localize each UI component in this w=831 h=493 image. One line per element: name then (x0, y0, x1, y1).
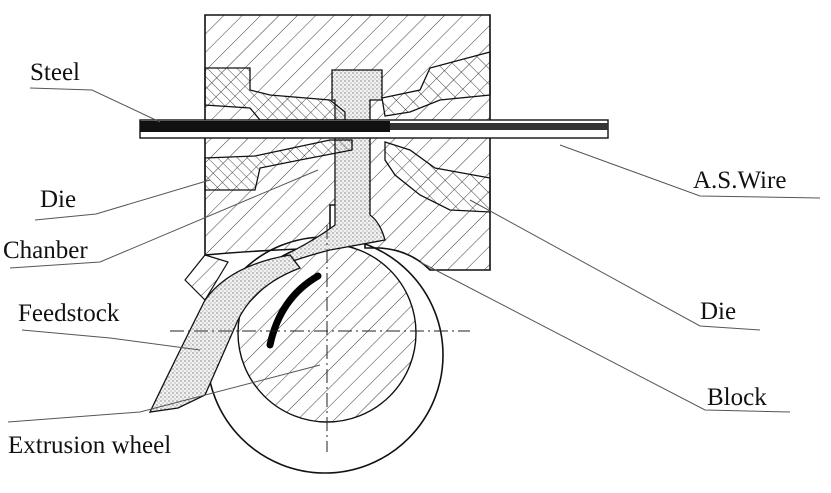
block-leader (419, 261, 791, 413)
label-die-left: Die (40, 186, 77, 213)
die-left-leader (34, 179, 211, 221)
centre-lines (170, 225, 470, 452)
feedstock-shape (148, 254, 302, 413)
label-feedstock: Feedstock (18, 300, 120, 327)
label-die-right: Die (700, 298, 737, 325)
steel-leader (29, 87, 161, 123)
chamber-leader (9, 169, 319, 269)
label-block: Block (707, 384, 767, 411)
guide-shoe-shape (184, 254, 229, 301)
chamber-shape (284, 69, 386, 263)
extrusion-wheel-leader (7, 364, 321, 423)
die-right-leader (469, 199, 761, 331)
left-die-shape (204, 67, 353, 191)
wheel-groove-arc (266, 272, 322, 349)
label-steel: Steel (30, 59, 80, 86)
label-chamber: Chanber (3, 237, 88, 264)
label-as-wire: A.S.Wire (693, 167, 787, 194)
label-extrusion-wheel: Extrusion wheel (8, 432, 172, 459)
steel-wire-shape (139, 119, 609, 139)
as-wire-leader (559, 144, 821, 199)
leader-lines (7, 87, 821, 423)
feedstock-leader (21, 329, 201, 351)
right-die-shape (381, 51, 491, 213)
